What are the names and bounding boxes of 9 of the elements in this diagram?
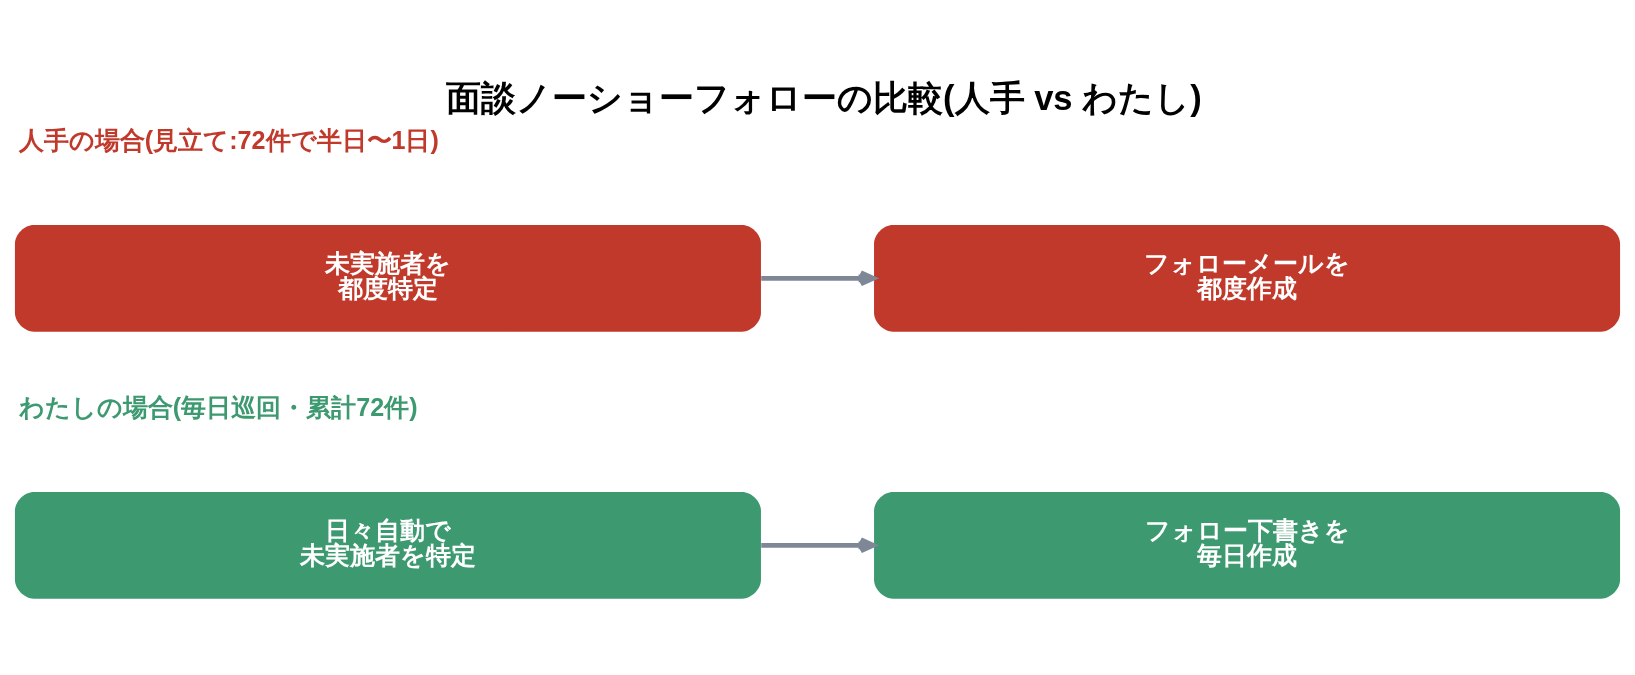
label: 人手の場合(見立て:72件で半日〜1日): [18, 125, 439, 154]
node-box: 未実施者を都度特定: [14, 224, 761, 332]
node-box: フォローメールを都度作成: [874, 224, 1621, 332]
node-box: フォロー下書きを毎日作成: [874, 491, 1621, 599]
diagram-title: 面談ノーショーフォローの比較(人手 vs わたし): [446, 78, 1202, 117]
arrow: [761, 269, 876, 286]
node-box: 日々自動で未実施者を特定: [14, 491, 761, 599]
label: わたしの場合(毎日巡回・累計72件): [18, 392, 418, 421]
arrow: [761, 536, 876, 553]
